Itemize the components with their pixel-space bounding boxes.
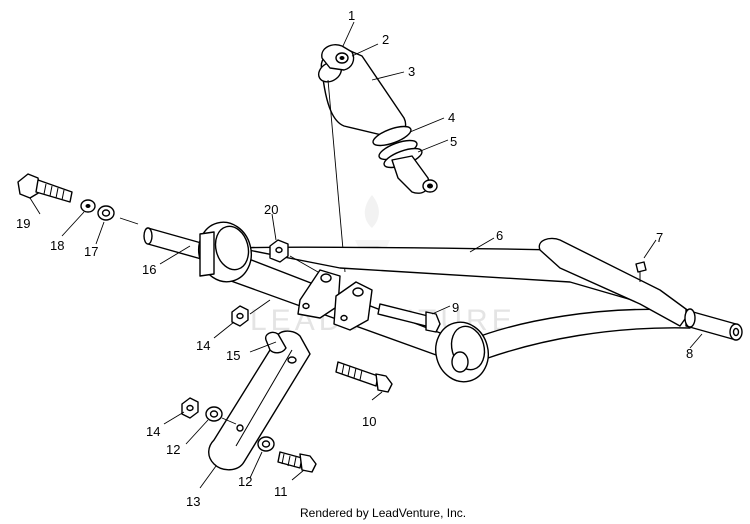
callout-20: 20	[264, 202, 278, 217]
callout-4: 4	[448, 110, 455, 125]
leader-lines	[29, 21, 703, 489]
callout-18: 18	[50, 238, 64, 253]
callout-12-lower: 12	[238, 474, 252, 489]
callout-1: 1	[348, 8, 355, 23]
callout-7: 7	[656, 230, 663, 245]
washer-18	[80, 199, 96, 213]
callout-labels: 1 2 3 4 5 6 7 8 9 10 11 12 12 13 14 14 1…	[16, 8, 693, 509]
credit-text: Rendered by LeadVenture, Inc.	[300, 506, 467, 520]
callout-6: 6	[496, 228, 503, 243]
bolt-19	[17, 173, 73, 203]
nut-14-upper	[231, 305, 249, 327]
callout-10: 10	[362, 414, 376, 429]
washer-17	[97, 205, 115, 221]
washer-12-upper	[205, 406, 223, 422]
nut-20	[269, 239, 289, 263]
link-arm-13	[208, 330, 311, 471]
callout-15: 15	[226, 348, 240, 363]
callout-5: 5	[450, 134, 457, 149]
washer-12-lower	[257, 436, 275, 452]
callout-11: 11	[274, 484, 288, 499]
callout-9: 9	[452, 300, 459, 315]
grease-fitting-7	[635, 261, 647, 282]
bolt-11	[277, 451, 317, 473]
callout-17: 17	[84, 244, 98, 259]
callout-14-upper: 14	[196, 338, 210, 353]
bolt-10	[335, 361, 393, 393]
callout-13: 13	[186, 494, 200, 509]
shock-mount-bracket	[297, 269, 373, 331]
shock-absorber	[317, 44, 438, 194]
bolt-9	[377, 303, 441, 333]
nut-14-lower	[181, 397, 199, 419]
callout-14-lower: 14	[146, 424, 160, 439]
callout-2: 2	[382, 32, 389, 47]
callout-19: 19	[16, 216, 30, 231]
callout-3: 3	[408, 64, 415, 79]
callout-8: 8	[686, 346, 693, 361]
callout-12-upper: 12	[166, 442, 180, 457]
shaft-8	[684, 308, 743, 341]
callout-16: 16	[142, 262, 156, 277]
